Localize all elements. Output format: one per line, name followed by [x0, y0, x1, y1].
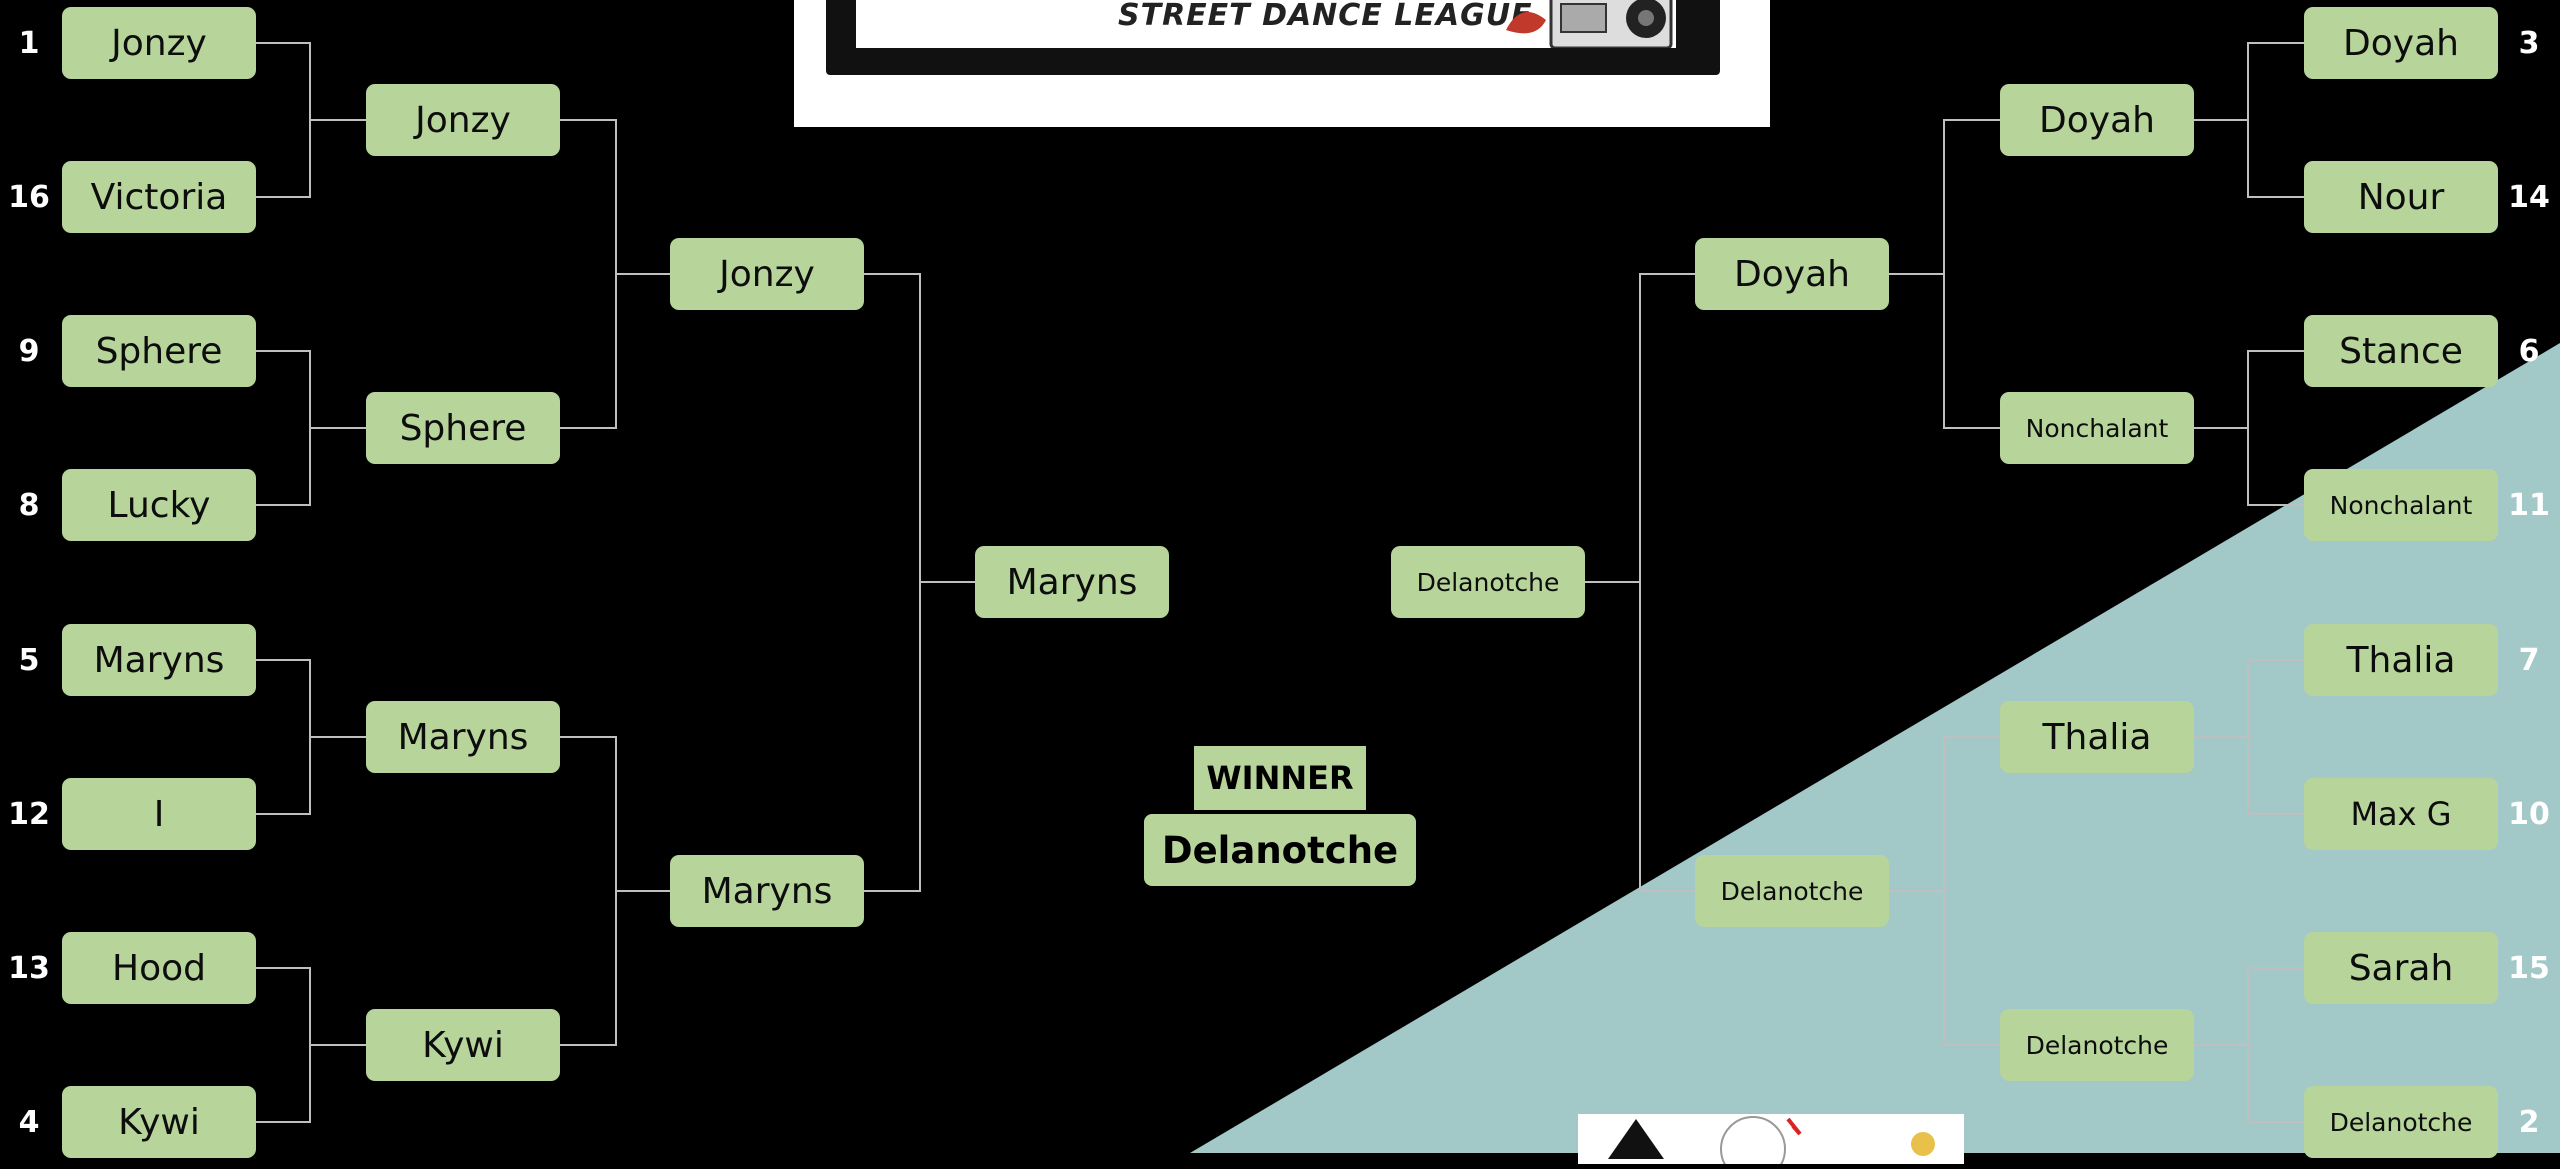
bracket-slot: Sarah [2304, 932, 2498, 1004]
seed-number: 9 [18, 334, 40, 369]
bracket-slot: Maryns [975, 546, 1169, 618]
bracket-slot: Delanotche [1695, 855, 1889, 927]
bracket-slot: I [62, 778, 256, 850]
league-banner: STREET DANCE LEAGUE [794, 0, 1770, 127]
bracket-slot: Nonchalant [2000, 392, 2194, 464]
bracket-slot: Maryns [366, 701, 560, 773]
bracket-slot: Kywi [366, 1009, 560, 1081]
bracket-slot: Max G [2304, 778, 2498, 850]
sponsor-logos [1578, 1114, 1964, 1169]
seed-number: 5 [18, 643, 40, 678]
bracket-slot: Sphere [366, 392, 560, 464]
seed-number: 8 [18, 488, 40, 523]
seed-number: 15 [2508, 951, 2550, 986]
banner-logo-strip: STREET DANCE LEAGUE [856, 0, 1676, 48]
bracket-slot: Hood [62, 932, 256, 1004]
bracket-slot: Thalia [2304, 624, 2498, 696]
bracket-slot: Delanotche [1391, 546, 1585, 618]
bracket-slot: Lucky [62, 469, 256, 541]
bracket-slot: Stance [2304, 315, 2498, 387]
seed-number: 7 [2518, 643, 2540, 678]
winner-label: WINNER [1194, 746, 1366, 810]
seed-number: 11 [2508, 488, 2550, 523]
bracket-slot: Jonzy [366, 84, 560, 156]
seed-number: 10 [2508, 797, 2550, 832]
seed-number: 13 [8, 951, 50, 986]
bracket-slot: Delanotche [2304, 1086, 2498, 1158]
bracket-slot: Doyah [1695, 238, 1889, 310]
bracket-slot: Maryns [670, 855, 864, 927]
league-title: STREET DANCE LEAGUE [1118, 0, 1533, 33]
bracket-slot: Doyah [2304, 7, 2498, 79]
sponsor-logo-icon [1608, 1116, 1935, 1169]
seed-number: 3 [2518, 26, 2540, 61]
winner-name: Delanotche [1144, 814, 1416, 886]
seed-number: 14 [2508, 180, 2550, 215]
seed-number: 2 [2518, 1105, 2540, 1140]
bracket-slot: Sphere [62, 315, 256, 387]
boombox-icon [1506, 0, 1673, 48]
banner-logo-panel: STREET DANCE LEAGUE [826, 0, 1720, 75]
seed-number: 4 [18, 1105, 40, 1140]
bracket-slot: Delanotche [2000, 1009, 2194, 1081]
bracket-slot: Victoria [62, 161, 256, 233]
seed-number: 6 [2518, 334, 2540, 369]
bracket-slot: Thalia [2000, 701, 2194, 773]
bracket-slot: Nour [2304, 161, 2498, 233]
seed-number: 16 [8, 180, 50, 215]
bracket-slot: Maryns [62, 624, 256, 696]
bracket-slot: Jonzy [62, 7, 256, 79]
seed-number: 12 [8, 797, 50, 832]
bracket-slot: Doyah [2000, 84, 2194, 156]
bracket-slot: Jonzy [670, 238, 864, 310]
bracket-slot: Kywi [62, 1086, 256, 1158]
bracket-slot: Nonchalant [2304, 469, 2498, 541]
seed-number: 1 [18, 26, 40, 61]
